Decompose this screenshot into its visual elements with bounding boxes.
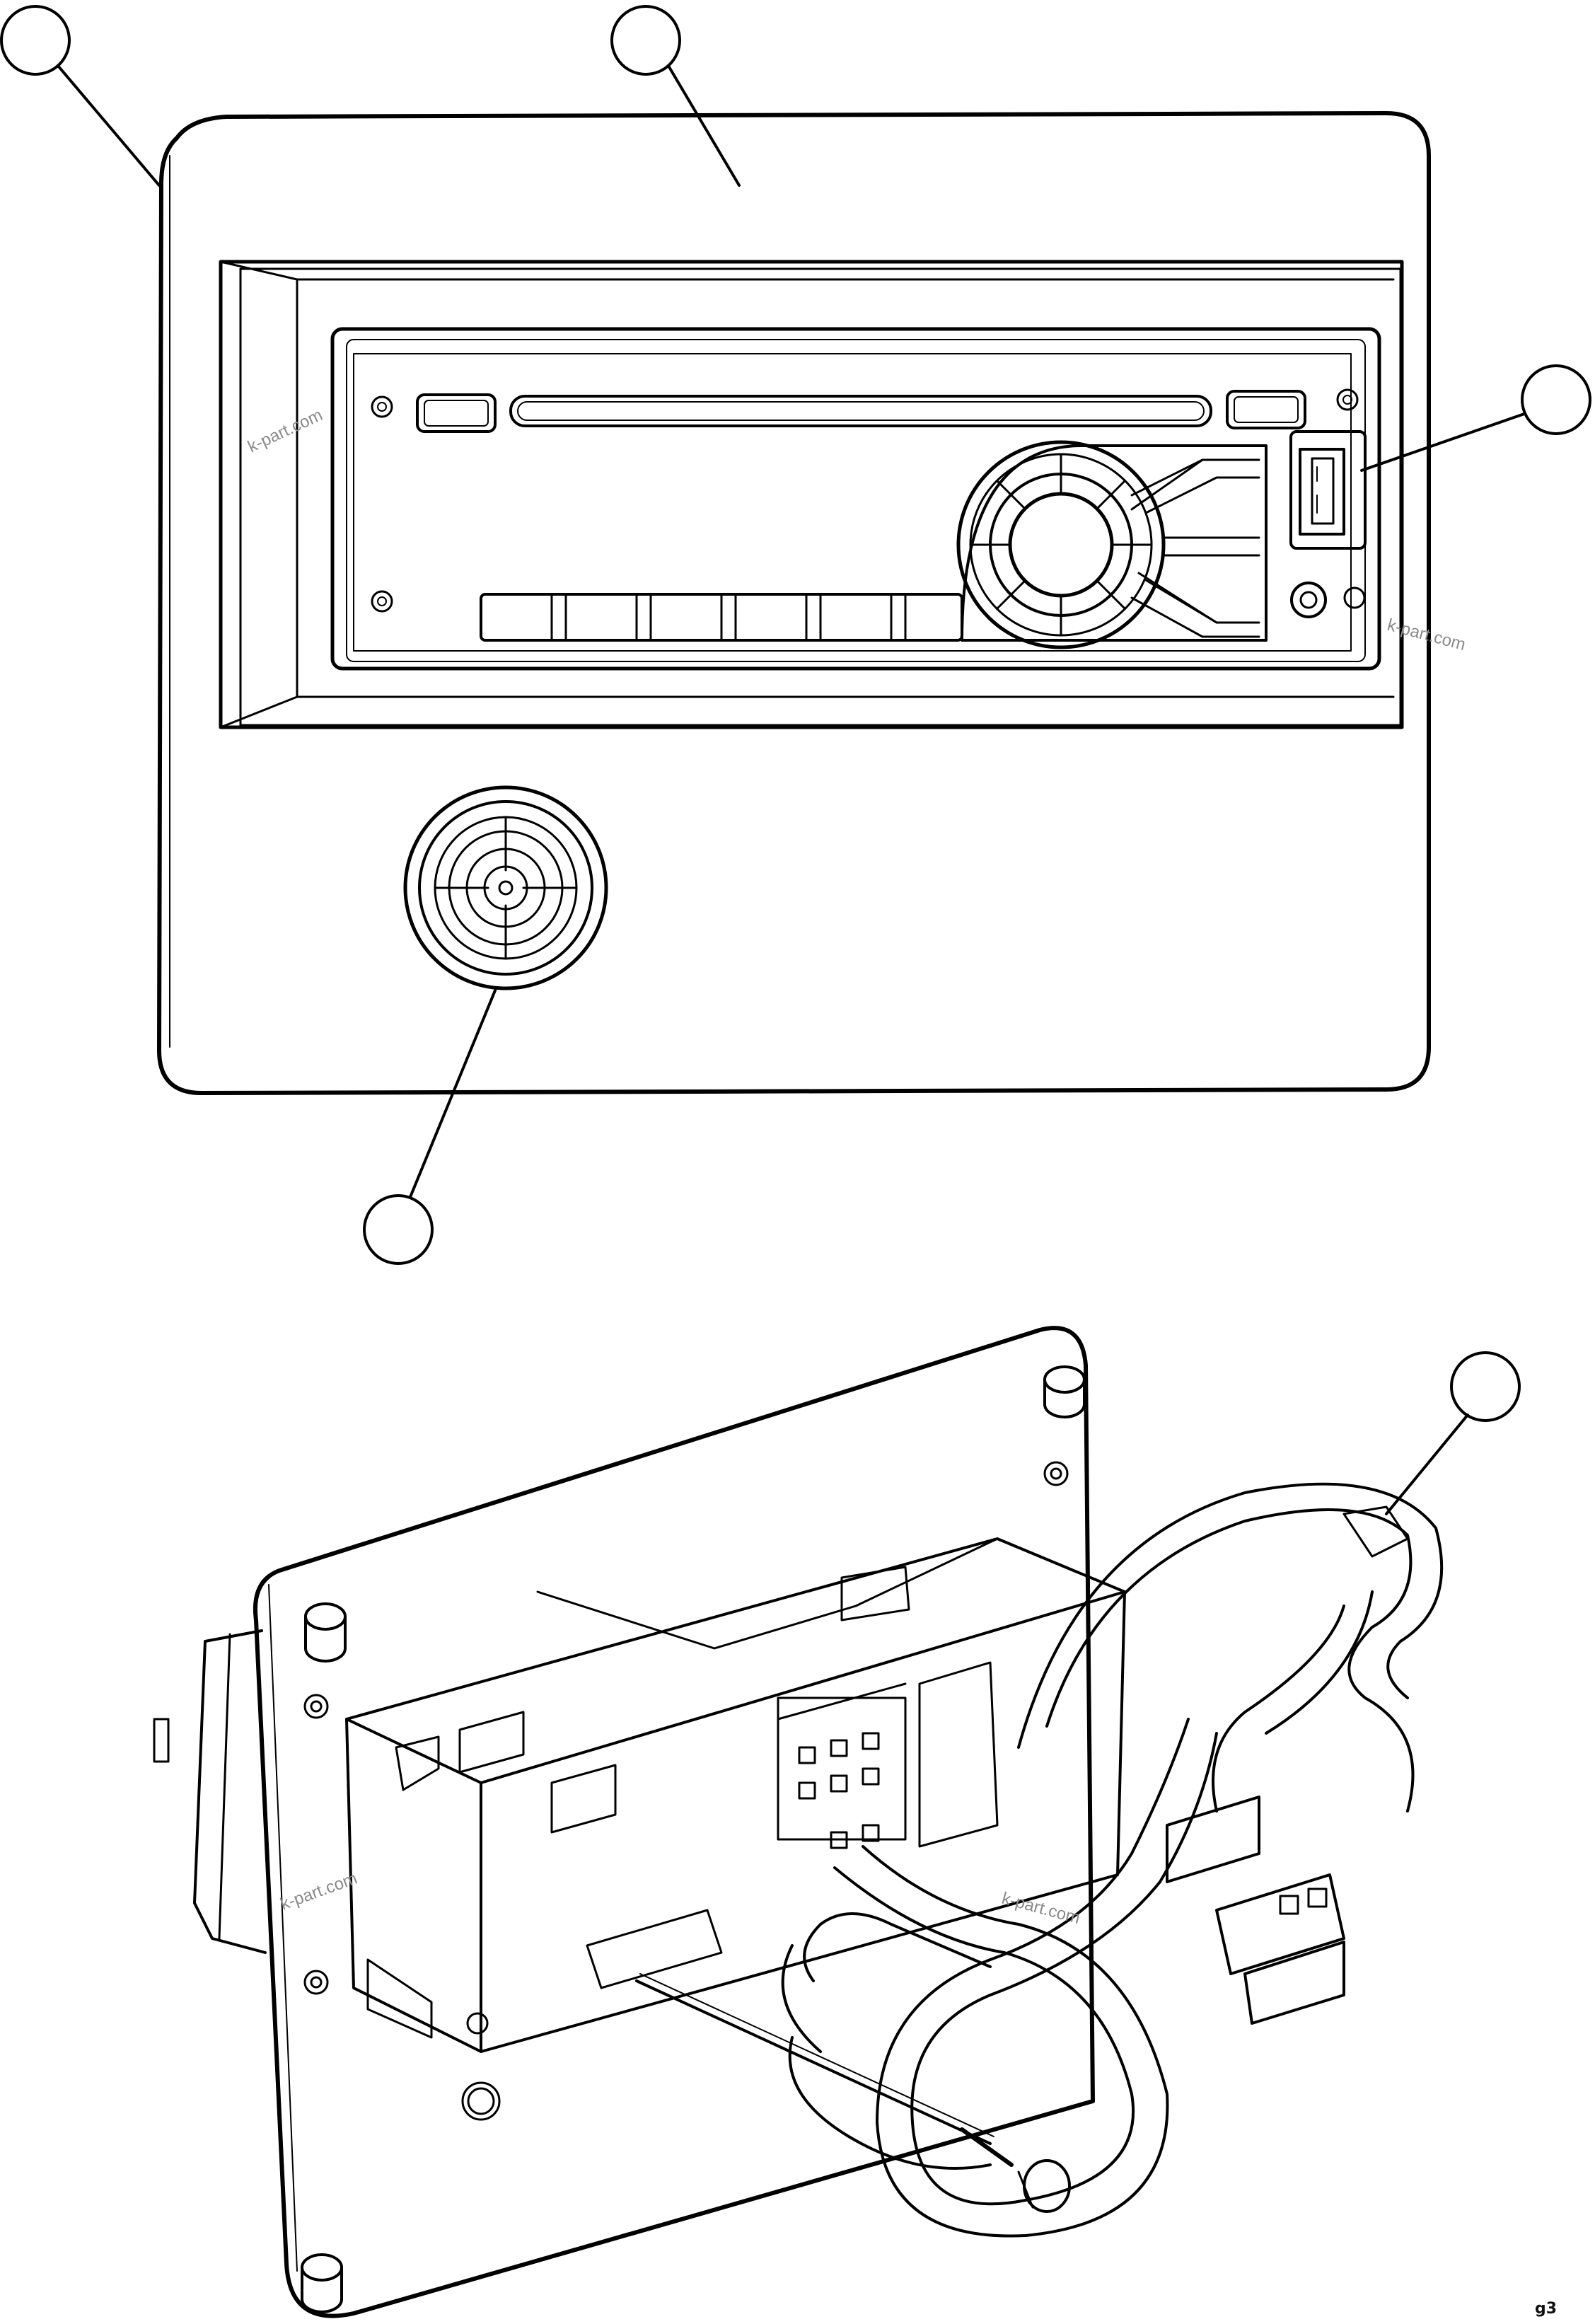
mounting-stud-icon xyxy=(301,1365,1086,2313)
figure-number: g3 xyxy=(1535,2300,1557,2318)
watermark-text: k-part.com xyxy=(245,405,325,456)
mounting-panel xyxy=(157,111,1431,1095)
callout-balloon xyxy=(1450,1351,1521,1422)
radio-assembly-rear-view xyxy=(153,1326,1521,2318)
callout-balloon xyxy=(0,5,71,76)
watermark-text: k-part.com xyxy=(1385,615,1467,654)
rear-mounting-plate xyxy=(253,1326,1095,2318)
radio-head-unit xyxy=(219,260,1404,729)
callout-balloon xyxy=(363,1194,434,1265)
callout-balloon xyxy=(1521,364,1591,435)
harness-connector-icon xyxy=(1166,1796,1345,2025)
callout-balloons-top xyxy=(0,5,1591,1265)
preset-buttons xyxy=(480,593,963,642)
left-top-button xyxy=(416,393,497,433)
disc-slot xyxy=(509,395,1212,427)
volume-knob-icon xyxy=(956,440,1166,649)
mounting-hole-icon xyxy=(303,1461,1069,2121)
right-top-button xyxy=(1226,390,1306,429)
antenna-lead xyxy=(635,1973,1071,2213)
screw-hole-icon xyxy=(371,388,1366,613)
control-ribs xyxy=(1130,458,1260,638)
callout-balloon xyxy=(610,5,681,76)
buzzer-icon xyxy=(403,785,608,990)
radio-chassis xyxy=(345,1537,1126,2053)
aux-jack-icon xyxy=(1290,582,1327,618)
watermarks: k-part.com k-part.com k-part.com k-part.… xyxy=(245,405,1468,1928)
wire-harness xyxy=(781,1482,1444,2238)
watermark-text: k-part.com xyxy=(278,1868,360,1914)
radio-panel-front-view xyxy=(0,5,1591,1265)
usb-port-icon xyxy=(1289,430,1367,550)
